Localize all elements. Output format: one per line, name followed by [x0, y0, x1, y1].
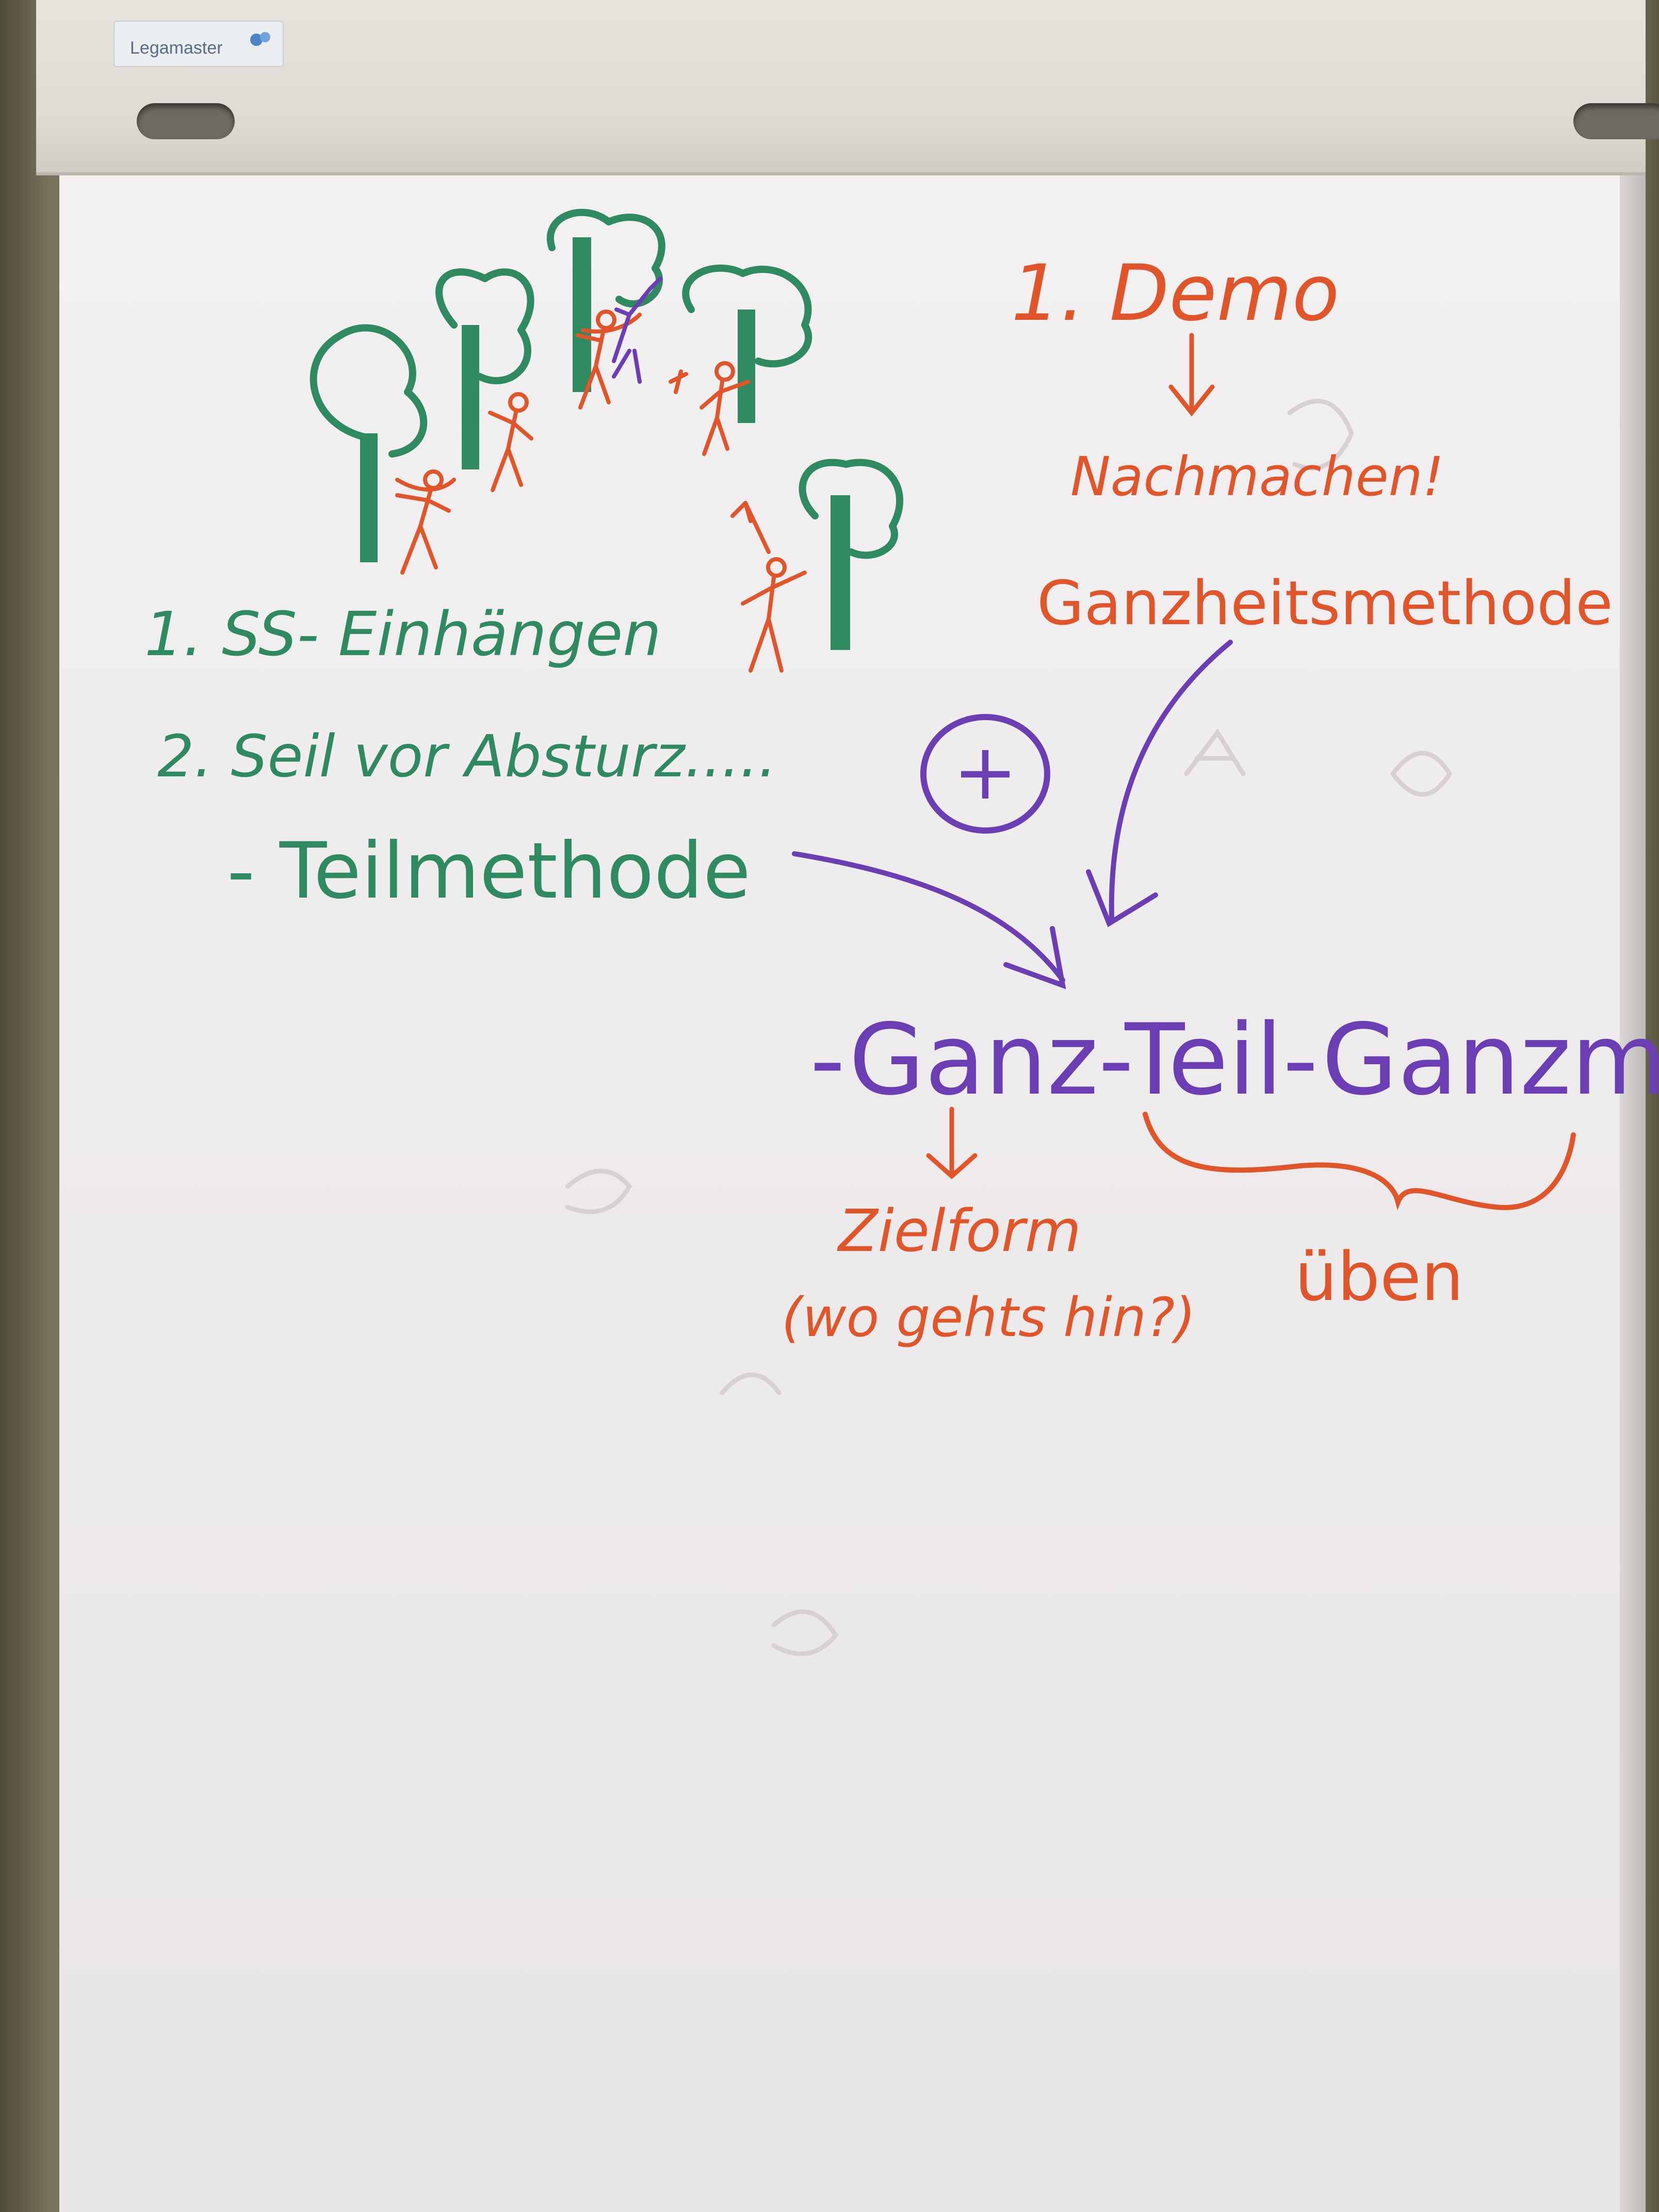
- note-seil-vor-absturz: 2. Seil vor Absturz.....: [157, 723, 777, 790]
- arrow-ganzheit-to-ganz: [1109, 640, 1233, 921]
- tree-1-trunk: [360, 433, 378, 562]
- ueben-notes: üben: [1143, 1112, 1576, 1316]
- zielform-notes: Zielform (wo gehts hin?): [782, 1107, 1196, 1349]
- note-teilmethode: - Teilmethode: [227, 826, 751, 916]
- arrow-down-demo: [1168, 333, 1215, 417]
- tree-4-trunk: [738, 310, 755, 423]
- note-wo-gehts-hin: (wo gehts hin?): [782, 1286, 1196, 1349]
- climber-figures: [395, 310, 807, 673]
- tree-5-trunk: [831, 495, 850, 650]
- flipchart-header-bar: Legamaster: [36, 0, 1659, 175]
- ghost-writing: [565, 399, 1453, 1656]
- plus-sign: +: [953, 727, 1018, 817]
- climbing-trees-illustration: [310, 208, 904, 673]
- note-nachmachen: Nachmachen!: [1070, 445, 1444, 508]
- plus-circle: +: [920, 714, 1050, 834]
- arrow-teil-to-ganz: [792, 851, 1065, 983]
- right-notes: 1. Demo Nachmachen! Ganzheitsmethode: [1011, 249, 1613, 639]
- note-demo: 1. Demo: [1011, 249, 1339, 338]
- arrow-down-zielform: [926, 1107, 978, 1180]
- tree-2: [435, 268, 534, 384]
- logo-text: Legamaster: [130, 38, 223, 58]
- left-handle-slot: [137, 103, 235, 139]
- tree-3: [547, 208, 665, 308]
- tree-1: [310, 324, 428, 458]
- tree-2-trunk: [462, 325, 479, 469]
- curly-brace: [1143, 1112, 1576, 1211]
- note-zielform: Zielform: [837, 1198, 1081, 1265]
- purple-climber: [612, 276, 662, 384]
- paper-stack-edge: [1620, 175, 1646, 2212]
- note-ganzheitsmethode: Ganzheitsmethode: [1037, 567, 1613, 639]
- note-ueben: üben: [1295, 1238, 1463, 1316]
- legamaster-logo: Legamaster: [113, 21, 284, 67]
- left-notes: 1. SS- Einhängen 2. Seil vor Absturz....…: [144, 598, 777, 916]
- note-ss-einhaengen: 1. SS- Einhängen: [144, 598, 661, 670]
- flipchart-paper: [59, 175, 1646, 2212]
- tree-4: [682, 264, 812, 368]
- note-ganz-teil-ganz: -Ganz-Teil-Ganzm.: [810, 1003, 1659, 1117]
- tree-5: [799, 459, 904, 559]
- right-handle-slot: [1573, 103, 1659, 139]
- purple-arrows: [792, 640, 1233, 989]
- tree-3-trunk: [573, 237, 591, 392]
